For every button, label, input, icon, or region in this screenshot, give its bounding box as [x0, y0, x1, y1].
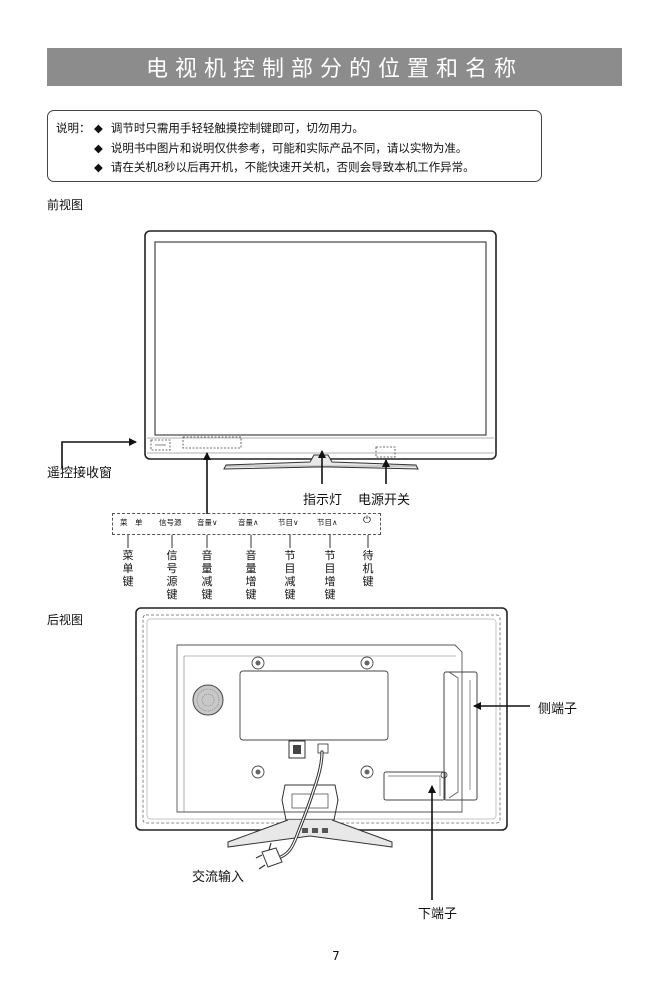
- key-menu[interactable]: 菜 单: [120, 518, 143, 527]
- key-label-char: 量: [245, 562, 257, 575]
- key-label-char: 目: [324, 562, 336, 575]
- bottom-terminal-label: 下端子: [418, 907, 458, 922]
- note-item: ◆ 调节时只需用手轻轻触摸控制键即可，切勿用力。: [94, 120, 364, 136]
- ac-input-label: 交流输入: [192, 870, 245, 885]
- page-number: 7: [332, 949, 340, 963]
- power-icon[interactable]: ⏻: [363, 515, 371, 526]
- key-label-char: 减: [201, 575, 213, 588]
- key-label-char: 增: [245, 575, 257, 588]
- front-callout-arrows: [61, 438, 390, 514]
- key-source[interactable]: 信号源: [159, 518, 182, 527]
- key-label-char: 量: [201, 562, 213, 575]
- note-item: ◆ 请在关机8秒以后再开机，不能快速开关机，否则会导致本机工作异常。: [94, 159, 475, 175]
- title-banner: 电视机控制部分的位置和名称: [47, 48, 622, 86]
- side-terminal-label: 侧端子: [538, 702, 578, 717]
- notes-prefix: 说明：: [56, 121, 91, 135]
- page-title: 电视机控制部分的位置和名称: [145, 57, 523, 82]
- key-label-char: 节: [284, 549, 296, 562]
- key-label-char: 源: [166, 575, 178, 588]
- key-label-char: 机: [362, 562, 374, 575]
- rear-tv-drawing: [135, 607, 508, 870]
- note-text: 说明书中图片和说明仅供参考，可能和实际产品不同，请以实物为准。: [110, 141, 468, 155]
- note-item: ◆ 说明书中图片和说明仅供参考，可能和实际产品不同，请以实物为准。: [94, 140, 467, 156]
- key-label-source: 信号源键: [165, 549, 179, 601]
- key-label-char: 菜: [122, 549, 134, 562]
- key-label-char: 待: [362, 549, 374, 562]
- key-label-char: 音: [245, 549, 257, 562]
- key-label-char: 键: [122, 575, 134, 588]
- key-label-char: 键: [362, 575, 374, 588]
- note-text: 请在关机8秒以后再开机，不能快速开关机，否则会导致本机工作异常。: [110, 160, 475, 174]
- touch-keys-strip: [112, 513, 381, 535]
- rear-callout-arrows: [428, 702, 530, 900]
- key-label-char: 节: [324, 549, 336, 562]
- key-label-char: 增: [324, 575, 336, 588]
- key-label-menu: 菜单键: [121, 549, 135, 588]
- bullet-icon: ◆: [94, 141, 103, 155]
- notes-box: 说明： ◆ 调节时只需用手轻轻触摸控制键即可，切勿用力。 ◆ 说明书中图片和说明仅供…: [47, 110, 542, 182]
- key-volume-up[interactable]: 音量∧: [238, 518, 259, 527]
- key-label-char: 号: [166, 562, 178, 575]
- rear-view-label: 后视图: [47, 613, 84, 627]
- key-volume-down[interactable]: 音量∨: [197, 518, 218, 527]
- indicator-label: 指示灯: [303, 493, 343, 508]
- key-label-char: 键: [166, 588, 178, 601]
- key-label-char: 键: [245, 588, 257, 601]
- key-label-char: 音: [201, 549, 213, 562]
- key-label-volume-up: 音量增键: [244, 549, 258, 601]
- key-leader-lines: [127, 535, 369, 548]
- key-label-standby: 待机键: [361, 549, 375, 588]
- note-text: 调节时只需用手轻轻触摸控制键即可，切勿用力。: [110, 121, 364, 135]
- key-label-volume-down: 音量减键: [200, 549, 214, 601]
- key-label-char: 键: [201, 588, 213, 601]
- key-channel-down[interactable]: 节目∨: [278, 518, 299, 527]
- bullet-icon: ◆: [94, 121, 103, 135]
- key-label-char: 目: [284, 562, 296, 575]
- key-label-char: 减: [284, 575, 296, 588]
- key-label-char: 键: [324, 588, 336, 601]
- front-view-label: 前视图: [47, 198, 84, 212]
- key-label-channel-up: 节目增键: [323, 549, 337, 601]
- bullet-icon: ◆: [94, 160, 103, 174]
- key-channel-up[interactable]: 节目∧: [317, 518, 338, 527]
- key-label-char: 键: [284, 588, 296, 601]
- key-label-char: 信: [166, 549, 178, 562]
- remote-receiver-label: 遥控接收窗: [47, 466, 113, 481]
- power-switch-label: 电源开关: [358, 493, 411, 508]
- front-tv-drawing: [144, 230, 497, 470]
- key-label-char: 单: [122, 562, 134, 575]
- key-label-channel-down: 节目减键: [283, 549, 297, 601]
